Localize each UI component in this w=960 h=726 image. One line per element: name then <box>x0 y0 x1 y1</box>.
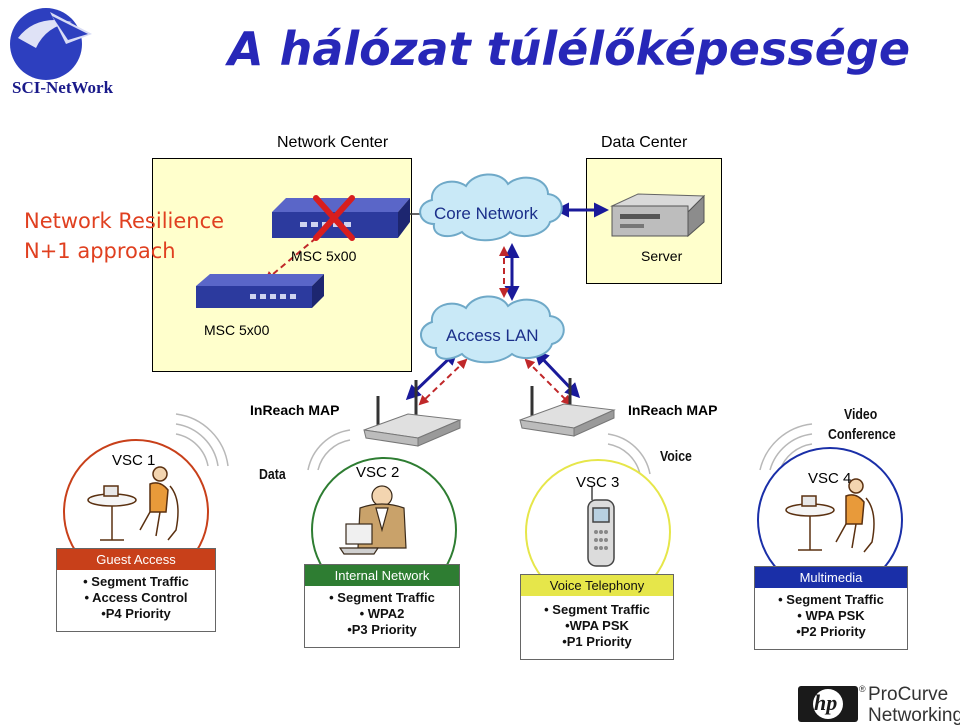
multimedia-card: Multimedia • Segment Traffic • WPA PSK •… <box>754 566 908 650</box>
vsc2-label: VSC 2 <box>356 464 400 481</box>
core-network-cloud <box>419 173 563 242</box>
msc-primary-label: MSC 5x00 <box>291 248 357 264</box>
access-lan-cloud <box>420 295 565 364</box>
inreach-map-left-device <box>363 380 462 447</box>
data-center-label: Data Center <box>601 134 688 151</box>
logo-text: SCI-NetWork <box>12 78 114 97</box>
data-traffic-label: Data <box>259 466 286 483</box>
msc-backup-device <box>196 274 324 308</box>
server-label: Server <box>641 248 683 264</box>
guest-access-header: Guest Access <box>57 549 215 570</box>
voice-traffic-label: Voice <box>660 448 692 465</box>
inreach-map-right-device <box>519 378 616 437</box>
internal-network-item: • WPA2 <box>359 606 405 621</box>
backup-link-msc <box>264 237 317 282</box>
multimedia-item: • WPA PSK <box>797 608 865 623</box>
guest-access-item: •P4 Priority <box>101 606 171 621</box>
voice-telephony-item: •P1 Priority <box>562 634 632 649</box>
internal-network-item: •P3 Priority <box>347 622 417 637</box>
procurve-brand: ProCurve Networking <box>868 684 960 726</box>
resilience-line-2: N+1 approach <box>24 239 176 263</box>
multimedia-item: • Segment Traffic <box>778 592 884 607</box>
voice-telephony-header: Voice Telephony <box>521 575 673 596</box>
backup-link-access-map-left <box>418 358 468 406</box>
mobile-phone-illustration <box>587 486 615 567</box>
guest-access-item: • Segment Traffic <box>83 574 189 589</box>
video-traffic-label: Video <box>844 406 878 423</box>
procurve-line-2: Networking <box>868 705 960 726</box>
multimedia-item: •P2 Priority <box>796 624 866 639</box>
vsc1-label: VSC 1 <box>112 452 156 469</box>
inreach-map-left-label: InReach MAP <box>250 402 340 418</box>
voice-telephony-item: •WPA PSK <box>565 618 629 633</box>
voice-telephony-item: • Segment Traffic <box>544 602 650 617</box>
multimedia-header: Multimedia <box>755 567 907 588</box>
person-laptop-illustration-4 <box>785 478 875 553</box>
link-access-map-right <box>533 349 581 399</box>
vsc3-label: VSC 3 <box>576 474 620 491</box>
server-device <box>610 193 706 238</box>
internal-network-item: • Segment Traffic <box>329 590 435 605</box>
slide-title: A hálózat túlélőképessége <box>228 22 911 76</box>
person-laptop-illustration-1 <box>87 466 179 541</box>
vsc4-label: VSC 4 <box>808 470 852 487</box>
core-network-label: Core Network <box>434 204 538 223</box>
wireless-waves <box>175 413 813 475</box>
network-center-zone <box>152 158 412 372</box>
msc-primary-device <box>272 198 410 238</box>
internal-network-card: Internal Network • Segment Traffic • WPA… <box>304 564 460 648</box>
hp-logo-text: hp <box>814 690 838 715</box>
hp-logo <box>798 686 858 722</box>
failure-x-icon <box>313 195 355 241</box>
access-lan-label: Access LAN <box>446 326 539 345</box>
registered-mark: ® <box>859 684 866 694</box>
sci-network-logo <box>6 4 156 100</box>
procurve-line-1: ProCurve <box>868 684 949 705</box>
inreach-map-right-label: InReach MAP <box>628 402 718 418</box>
guest-access-card: Guest Access • Segment Traffic • Access … <box>56 548 216 632</box>
backup-link-access-map-right <box>524 358 572 406</box>
resilience-line-1: Network Resilience <box>24 209 225 233</box>
msc-backup-label: MSC 5x00 <box>204 322 270 338</box>
resilience-label: Network Resilience N+1 approach <box>24 206 224 266</box>
guest-access-item: • Access Control <box>84 590 188 605</box>
conference-traffic-label: Conference <box>828 426 896 443</box>
voice-telephony-card: Voice Telephony • Segment Traffic •WPA P… <box>520 574 674 660</box>
network-center-label: Network Center <box>277 134 389 151</box>
internal-network-header: Internal Network <box>305 565 459 586</box>
man-on-phone-illustration <box>338 485 407 555</box>
